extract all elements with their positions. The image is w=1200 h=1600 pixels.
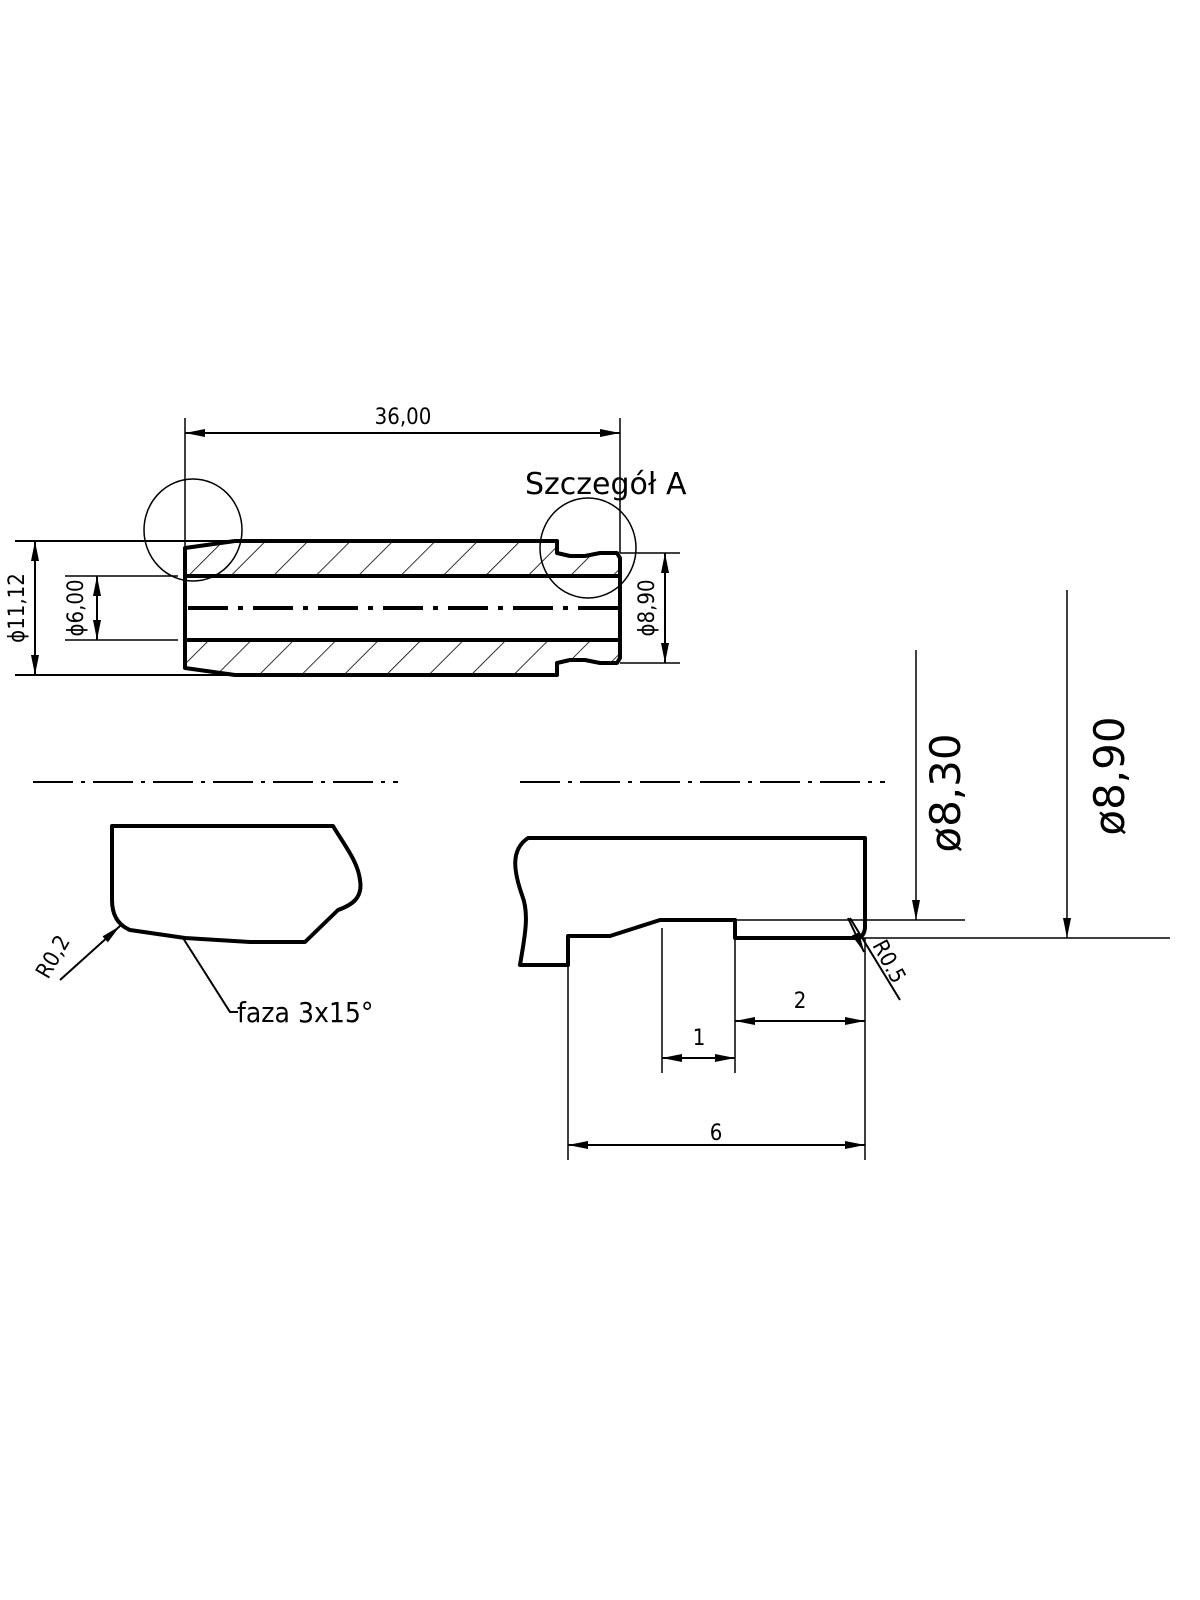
main-section-view: 36,00 Szczegół A ϕ11,12 ϕ6,00 ϕ8,90 bbox=[5, 405, 687, 677]
outer-dia-label: ø8,90 bbox=[1085, 716, 1134, 835]
detail-circle-a bbox=[539, 497, 637, 599]
groove-width-label: 1 bbox=[693, 1026, 706, 1051]
part-outline bbox=[183, 539, 622, 677]
detail-left-section bbox=[110, 824, 363, 944]
detail-circle-left bbox=[143, 478, 243, 582]
end-dia-label: ϕ8,90 bbox=[635, 579, 660, 636]
length-dimension-label: 36,00 bbox=[375, 405, 432, 430]
detail-a-label: Szczegół A bbox=[525, 467, 687, 502]
chamfer-leader bbox=[182, 937, 238, 1013]
upper-wall-section bbox=[185, 541, 620, 576]
outer-dia-label: ϕ11,12 bbox=[5, 573, 30, 643]
radius-leader bbox=[849, 917, 901, 1001]
chamfer-label: faza 3x15° bbox=[237, 996, 374, 1029]
bore-dia-label: ϕ6,00 bbox=[64, 579, 89, 636]
radius-leader bbox=[59, 925, 121, 981]
radius-label: R0,2 bbox=[32, 931, 76, 983]
radius-arrow bbox=[847, 917, 865, 953]
total-length-label: 6 bbox=[710, 1121, 723, 1146]
inner-dia-label: ø8,30 bbox=[921, 733, 970, 852]
radius-label: R0.5 bbox=[867, 936, 910, 988]
detail-a-view: 1 2 6 ø8,30 ø8,90 R0.5 bbox=[513, 590, 1170, 1160]
detail-a-section bbox=[513, 836, 867, 967]
detail-left-view: R0,2 faza 3x15° bbox=[32, 781, 398, 1029]
groove-offset-label: 2 bbox=[794, 989, 807, 1014]
lower-wall-section bbox=[185, 640, 620, 675]
